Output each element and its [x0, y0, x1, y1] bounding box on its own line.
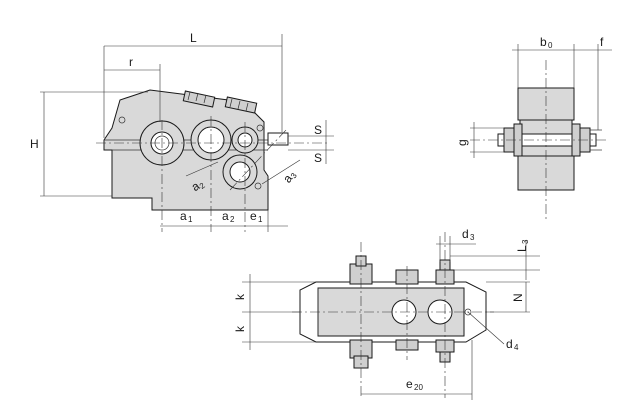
label-a2-sub: 2 — [230, 215, 235, 224]
label-a1: a — [180, 209, 187, 223]
label-S-bottom: S — [314, 151, 322, 165]
label-k-top: k — [233, 293, 247, 300]
label-b0-sub: 0 — [548, 41, 553, 50]
label-d4-sub: 4 — [514, 343, 519, 352]
label-a1-sub: 1 — [188, 215, 193, 224]
label-g: g — [455, 139, 469, 146]
label-k-bottom: k — [233, 325, 247, 332]
label-e20-sub: 20 — [414, 383, 423, 392]
top-view — [292, 232, 494, 398]
front-output-shaft — [267, 132, 289, 146]
side-view — [470, 60, 606, 220]
label-f: f — [600, 35, 604, 49]
label-N: N — [511, 293, 525, 302]
label-e20: e — [406, 377, 413, 391]
label-d4: d — [506, 337, 513, 351]
front-top-boss-left — [182, 90, 216, 108]
front-top-boss-right — [224, 96, 258, 114]
label-d3: d — [462, 227, 469, 241]
label-H: H — [30, 137, 39, 151]
label-S-top: S — [314, 123, 322, 137]
label-a2-diagonal-sub: 2 — [198, 181, 207, 191]
front-view — [96, 89, 330, 232]
label-L: L — [190, 31, 197, 45]
label-a3-sub: 3 — [289, 171, 299, 180]
label-e1: e — [250, 209, 257, 223]
label-b0: b — [540, 35, 547, 49]
label-d3-sub: 3 — [470, 233, 475, 242]
label-L3-sub: 3 — [521, 239, 530, 244]
label-e1-sub: 1 — [258, 215, 263, 224]
label-r: r — [129, 55, 133, 69]
label-L3: L — [515, 245, 529, 252]
label-a2: a — [222, 209, 229, 223]
